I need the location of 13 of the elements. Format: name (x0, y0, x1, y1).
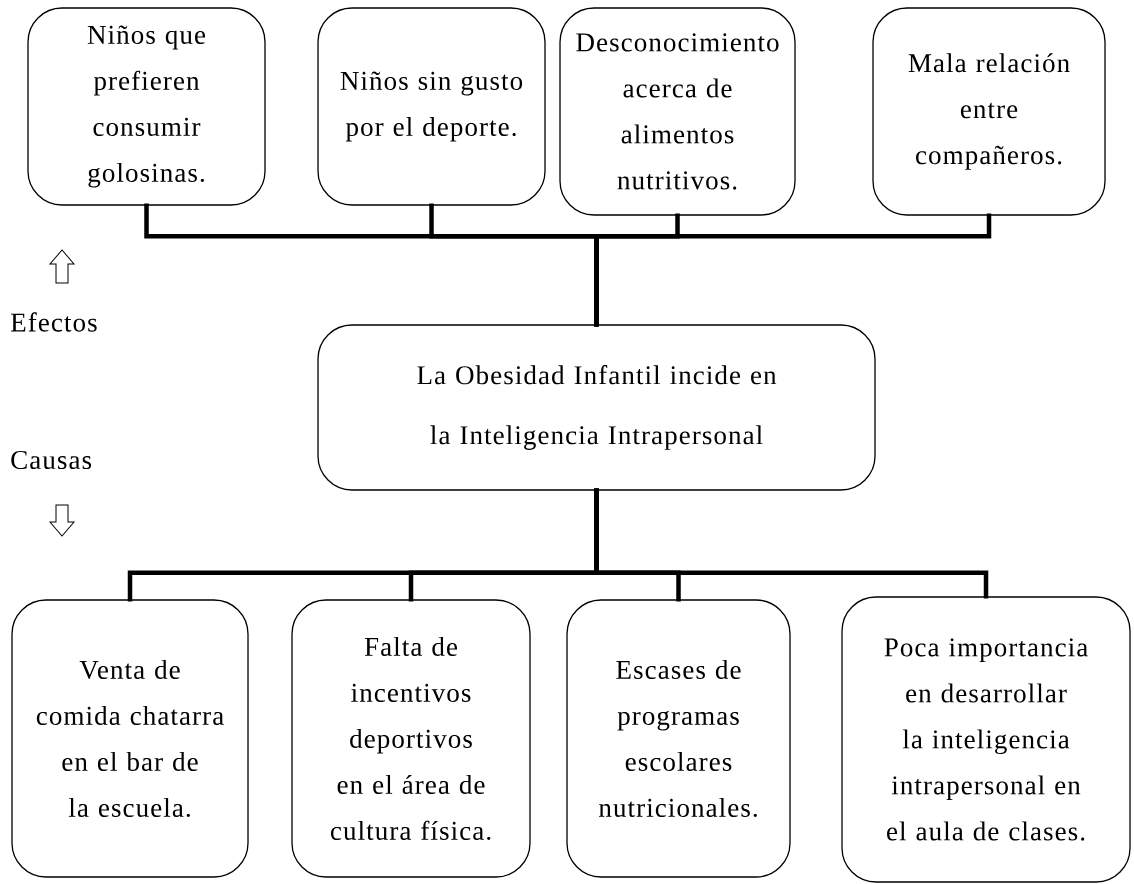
rounded-box: Mala relación entre compañeros. (872, 7, 1106, 216)
rounded-box: Falta de incentivos deportivos en el área de cultura física. (291, 599, 531, 878)
rounded-box: Desconocimiento acerca de alimentos nutritivos. (559, 7, 796, 216)
rounded-box: Niños sin gusto por el deporte. (317, 7, 546, 206)
connector-line (594, 213, 992, 327)
rounded-box: Escases de programas escolares nutricionales. (566, 599, 791, 878)
connector-line (594, 488, 989, 599)
center-box: La Obesidad Infantil incide en la Inteligencia Intrapersonal (317, 324, 876, 491)
rounded-box: Niños que prefieren consumir golosinas. (27, 7, 266, 206)
rounded-box: Poca importancia en desarrollar la inteligencia intrapersonal en el aula de clases. (841, 596, 1131, 883)
side-label: Causas (11, 450, 92, 470)
side-label: Efectos (11, 312, 97, 332)
rounded-box: Venta de comida chatarra en el bar de la escuela. (11, 599, 249, 878)
